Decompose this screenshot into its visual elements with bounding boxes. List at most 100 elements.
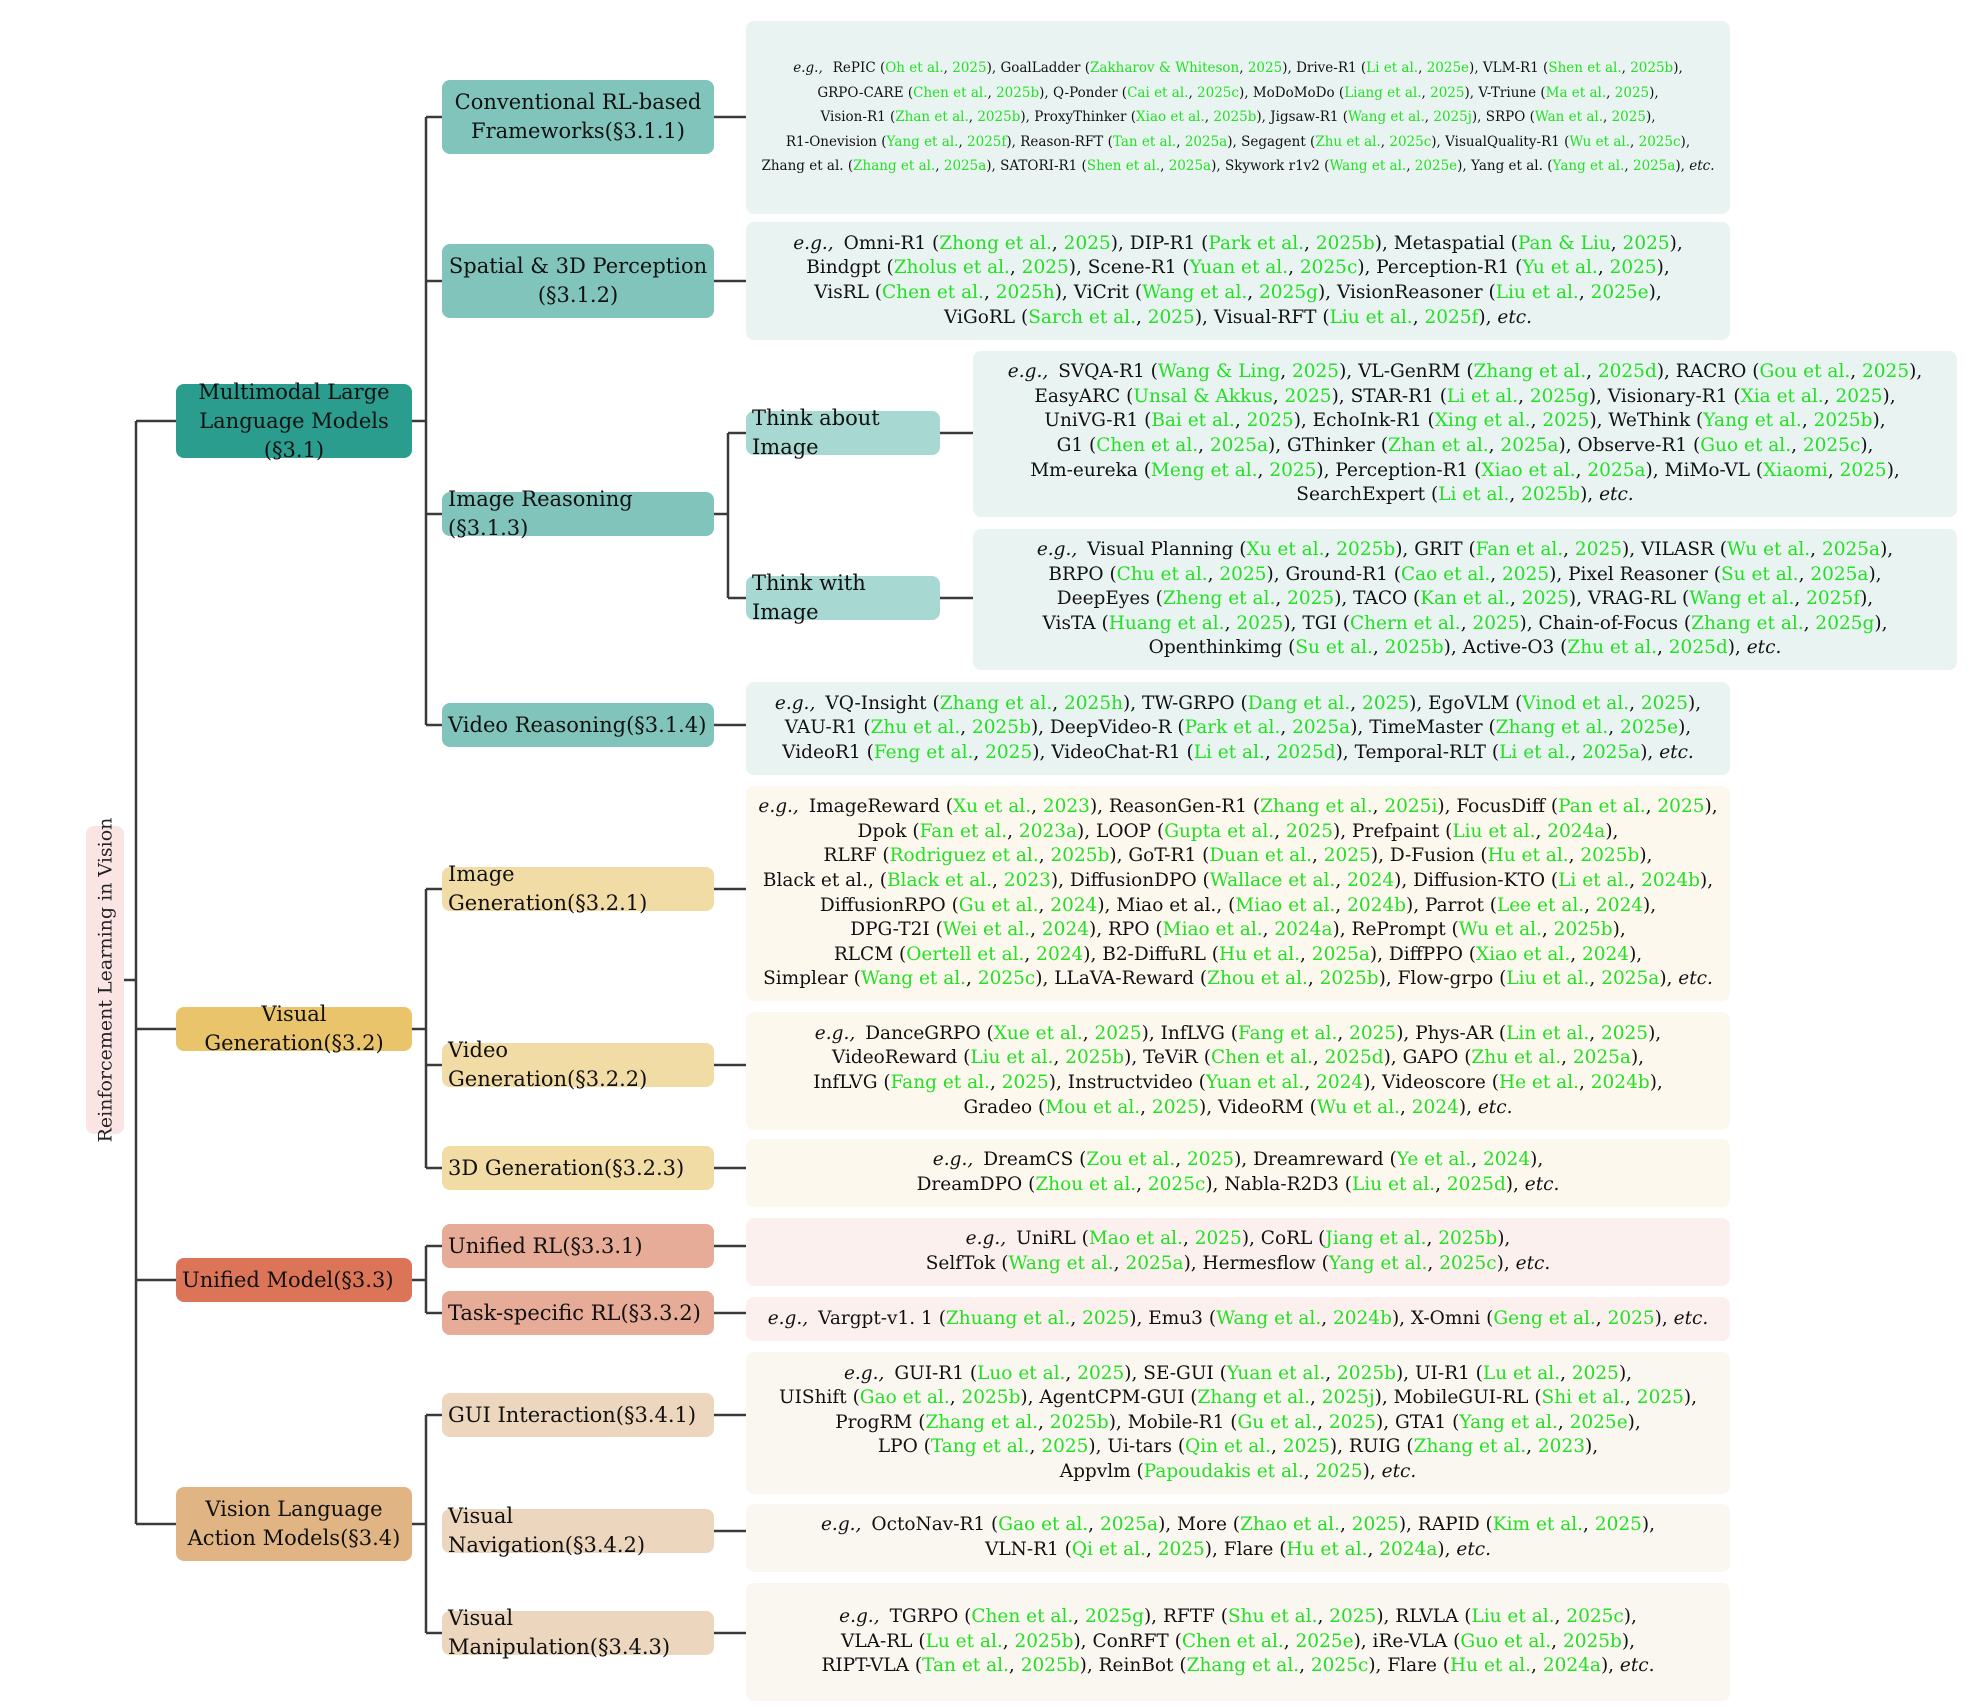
- citation-link[interactable]: Zhang et al.: [1260, 796, 1373, 818]
- citation-year[interactable]: 2025a: [1500, 435, 1559, 456]
- citation-year[interactable]: 2025b: [961, 1387, 1021, 1409]
- citation-year[interactable]: 2025a: [1125, 1253, 1184, 1274]
- citation-link[interactable]: Cai et al.: [1127, 84, 1189, 101]
- citation-link[interactable]: Zhong et al.: [939, 232, 1052, 254]
- citation-year[interactable]: 2025b: [1384, 637, 1444, 659]
- citation-link[interactable]: Pan et al.: [1558, 796, 1646, 818]
- citation-link[interactable]: Wang et al.: [1142, 282, 1248, 303]
- citation-link[interactable]: Zhu et al.: [870, 717, 961, 739]
- citation-year[interactable]: 2025: [1082, 1307, 1130, 1329]
- citation-link[interactable]: Fan et al.: [1475, 539, 1564, 561]
- citation-year[interactable]: 2025: [1521, 588, 1569, 610]
- citation-year[interactable]: 2025: [1574, 539, 1623, 561]
- citation-year[interactable]: 2025e: [1620, 717, 1679, 739]
- citation-link[interactable]: Ma et al.: [1545, 84, 1607, 101]
- citation-link[interactable]: Zhang et al.: [1473, 361, 1587, 383]
- citation-link[interactable]: Miao et al.: [1235, 894, 1336, 916]
- citation-year[interactable]: 2025a: [1810, 563, 1869, 585]
- citation-year[interactable]: 2025: [1285, 820, 1334, 842]
- citation-year[interactable]: 2025: [1609, 257, 1657, 279]
- citation-link[interactable]: Wang et al.: [1329, 158, 1407, 175]
- citation-link[interactable]: Chern et al.: [1349, 612, 1461, 634]
- citation-link[interactable]: Xiao et al.: [1136, 109, 1205, 126]
- citation-year[interactable]: 2024: [1316, 1072, 1364, 1093]
- citation-year[interactable]: 2025: [1187, 1149, 1235, 1171]
- citation-year[interactable]: 2025e: [1414, 158, 1458, 175]
- citation-link[interactable]: Zholus et al.: [893, 257, 1010, 279]
- citation-year[interactable]: 2025: [1611, 109, 1646, 126]
- citation-link[interactable]: Yuan et al.: [1226, 1362, 1326, 1384]
- citation-link[interactable]: Hu et al.: [1286, 1539, 1368, 1560]
- citation-year[interactable]: 2025c: [977, 968, 1036, 990]
- citation-link[interactable]: Liu et al.: [1452, 820, 1536, 842]
- citation-link[interactable]: Liu et al.: [1329, 306, 1413, 328]
- citation-link[interactable]: Su et al.: [1721, 563, 1799, 585]
- citation-year[interactable]: 2025d: [1668, 637, 1728, 659]
- citation-link[interactable]: Li et al.: [1438, 484, 1510, 506]
- citation-year[interactable]: 2025: [1622, 232, 1670, 254]
- citation-link[interactable]: Lu et al.: [925, 1630, 1003, 1652]
- citation-year[interactable]: 2025b: [1065, 1047, 1125, 1069]
- citation-year[interactable]: 2025g: [1815, 612, 1875, 634]
- citation-year[interactable]: 2025f: [1424, 306, 1479, 328]
- citation-year[interactable]: 2025a: [1587, 459, 1646, 481]
- citation-year[interactable]: 2024b: [1347, 894, 1406, 916]
- citation-year[interactable]: 2025a: [1292, 717, 1351, 739]
- citation-link[interactable]: Hu et al.: [1219, 943, 1301, 965]
- citation-link[interactable]: Jiang et al.: [1325, 1228, 1427, 1250]
- citation-link[interactable]: Bai et al.: [1151, 410, 1235, 432]
- citation-link[interactable]: Mao et al.: [1088, 1228, 1183, 1250]
- citation-link[interactable]: Xiao et al.: [1481, 459, 1576, 481]
- citation-link[interactable]: Luo et al.: [977, 1362, 1066, 1384]
- citation-link[interactable]: Wallace et al.: [1209, 869, 1336, 891]
- citation-link[interactable]: Qin et al.: [1185, 1436, 1272, 1458]
- citation-link[interactable]: Wan et al.: [1534, 109, 1603, 126]
- citation-link[interactable]: Xue et al.: [993, 1022, 1083, 1044]
- citation-year[interactable]: 2025c: [1638, 133, 1681, 150]
- citation-year[interactable]: 2024a: [1547, 820, 1606, 842]
- citation-link[interactable]: Wu et al.: [1316, 1096, 1401, 1118]
- citation-year[interactable]: 2025b: [1213, 109, 1257, 126]
- citation-year[interactable]: 2025a: [1582, 741, 1641, 763]
- citation-link[interactable]: Zhan et al.: [895, 109, 969, 126]
- citation-year[interactable]: 2025: [1269, 459, 1317, 481]
- citation-year[interactable]: 2025c: [1802, 435, 1861, 456]
- citation-year[interactable]: 2023: [1537, 1436, 1585, 1458]
- citation-link[interactable]: Gao et al.: [998, 1514, 1089, 1536]
- citation-year[interactable]: 2025: [1021, 257, 1069, 279]
- citation-link[interactable]: Li et al.: [1499, 741, 1571, 763]
- citation-link[interactable]: Li et al.: [1446, 385, 1519, 407]
- citation-link[interactable]: Yang et al.: [1552, 158, 1625, 175]
- citation-year[interactable]: 2025a: [1209, 435, 1269, 456]
- citation-year[interactable]: 2025: [1236, 612, 1284, 634]
- citation-year[interactable]: 2023: [1003, 869, 1051, 891]
- citation-link[interactable]: Gou et al.: [1759, 361, 1851, 383]
- citation-link[interactable]: Geng et al.: [1493, 1307, 1596, 1329]
- citation-link[interactable]: Chen et al.: [1181, 1630, 1284, 1652]
- citation-link[interactable]: Tang et al.: [930, 1436, 1030, 1458]
- citation-link[interactable]: Su et al.: [1295, 637, 1373, 659]
- citation-link[interactable]: Zhou et al.: [1035, 1174, 1137, 1195]
- citation-link[interactable]: Yang et al.: [1459, 1411, 1558, 1433]
- citation-link[interactable]: Fan et al.: [919, 820, 1008, 842]
- citation-link[interactable]: Wu et al.: [1458, 919, 1542, 941]
- citation-link[interactable]: Yang et al.: [1703, 410, 1802, 432]
- citation-link[interactable]: Tan et al.: [1112, 133, 1177, 150]
- citation-year[interactable]: 2023a: [1018, 820, 1078, 842]
- citation-year[interactable]: 2025: [1472, 612, 1520, 634]
- citation-year[interactable]: 2025b: [1049, 1411, 1109, 1433]
- citation-link[interactable]: Shi et al.: [1541, 1387, 1626, 1409]
- citation-link[interactable]: Xia et al.: [1740, 385, 1824, 407]
- citation-year[interactable]: 2025a: [1099, 1514, 1159, 1536]
- citation-year[interactable]: 2025b: [1438, 1228, 1498, 1250]
- citation-year[interactable]: 2025b: [1580, 845, 1640, 867]
- citation-year[interactable]: 2025: [1862, 361, 1910, 383]
- citation-link[interactable]: Zhu et al.: [1315, 133, 1381, 150]
- citation-link[interactable]: Liu et al.: [1352, 1174, 1436, 1195]
- citation-year[interactable]: 2025b: [1813, 410, 1873, 432]
- citation-year[interactable]: 2025: [1323, 845, 1371, 867]
- citation-link[interactable]: Park et al.: [1184, 717, 1281, 739]
- citation-link[interactable]: Wu et al.: [1727, 539, 1811, 561]
- citation-year[interactable]: 2025c: [1439, 1253, 1497, 1274]
- citation-year[interactable]: 2024: [1036, 943, 1084, 965]
